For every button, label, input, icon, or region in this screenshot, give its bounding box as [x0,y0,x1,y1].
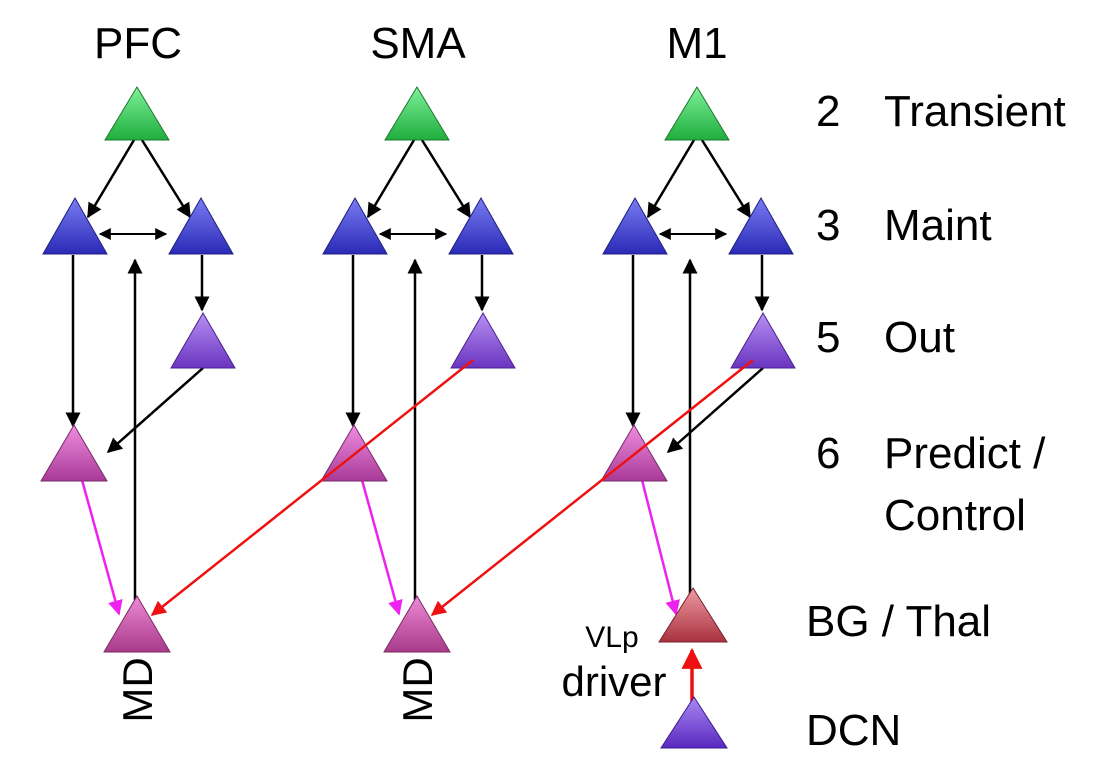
column-title-pfc: PFC [94,19,182,68]
layer-2-name: Transient [884,87,1066,136]
column-title-m1: M1 [666,19,727,68]
l3-neuron-b [728,196,794,255]
l5-neuron [170,312,236,369]
dcn-neuron [660,696,728,749]
l5-neuron [730,312,796,369]
layer-bg-thal-name: BG / Thal [806,597,991,646]
arrow-l2-to-l3a [86,139,136,219]
md-neuron [383,595,451,653]
arrow-l2-to-l3b [420,139,472,219]
l3-neuron-a [322,196,388,255]
layer-3-name: Maint [884,201,992,250]
layer-dcn-name: DCN [806,706,901,755]
layer-6-num: 6 [816,429,840,478]
layer-5-num: 5 [816,313,840,362]
layer-5-name: Out [884,313,955,362]
l2-neuron [664,86,730,141]
arrow-l6-to-md [360,479,403,616]
arrow-l6-to-md [80,479,123,616]
column-pfc: MD [40,86,236,723]
arrow-l2-to-l3a [646,139,696,219]
l3-neuron-a [602,196,668,255]
l6-neuron [40,424,108,482]
driver-label: driver [561,658,666,705]
l2-neuron [104,86,170,141]
arrow-sma-l5-to-pfc-md [150,359,474,616]
vlp-neuron [658,587,728,643]
l3-neuron-b [168,196,234,255]
arrow-l5-to-l6 [666,367,764,453]
column-sma: MD [320,86,516,723]
vlp-label: VLp [585,621,638,654]
md-label-sma: MD [394,657,441,722]
l3-neuron-a [42,196,108,255]
layer-6-name-line2: Control [884,491,1026,540]
arrow-l2-to-l3a [366,139,416,219]
layer-6-name: Predict / [884,429,1046,478]
md-neuron [103,595,171,653]
l2-neuron [384,86,450,141]
arrow-l5-to-l6 [106,367,204,453]
layer-2-num: 2 [816,87,840,136]
arrow-l2-to-l3b [140,139,192,219]
layer-3-num: 3 [816,201,840,250]
l3-neuron-b [448,196,514,255]
l5-neuron [450,312,516,369]
arrow-l2-to-l3b [700,139,752,219]
arrow-l6-to-vlp [640,479,680,616]
column-m1: VLp driver [561,86,796,749]
md-label-pfc: MD [114,657,161,722]
arrow-m1-l5-to-sma-md [430,359,754,616]
column-title-sma: SMA [370,19,466,68]
